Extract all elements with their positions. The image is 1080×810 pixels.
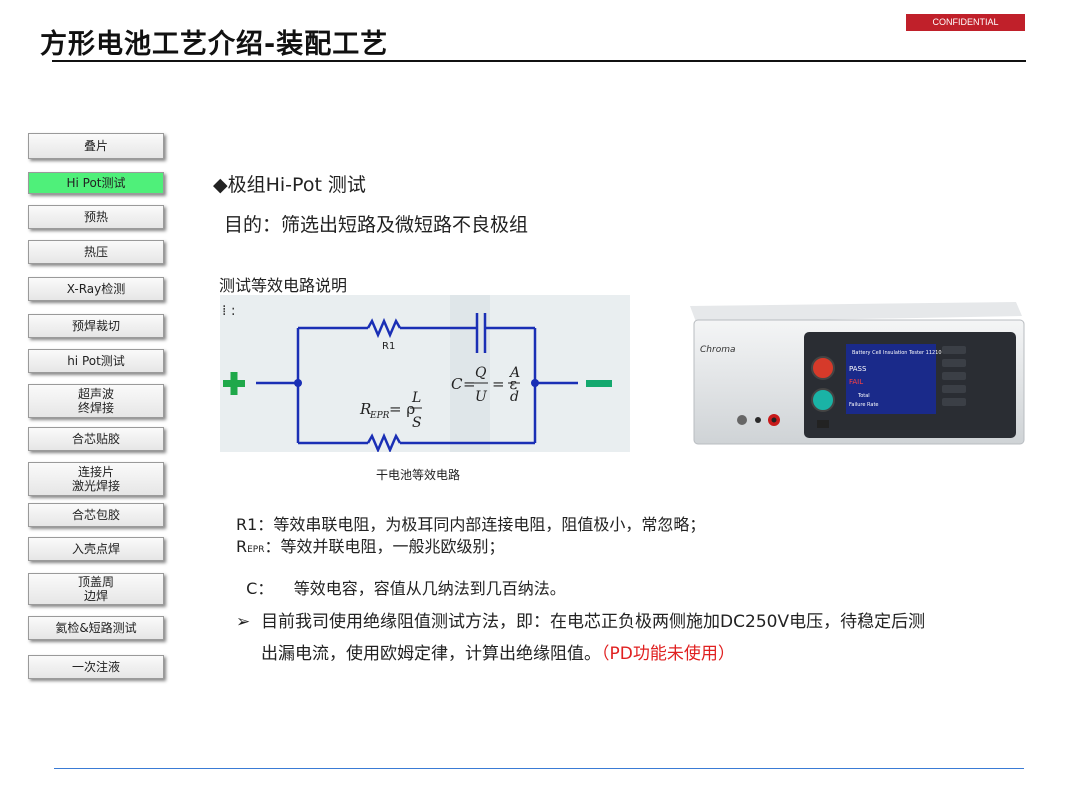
- equivalent-circuit-diagram: ⁞ : R1 R EPR = ρ L: [220, 295, 630, 454]
- sidebar-item-hot-press[interactable]: 热压: [28, 240, 164, 264]
- desc-repr-lead: R: [236, 537, 248, 556]
- desc-repr-sub: EPR: [247, 545, 265, 555]
- desc-c-text: 等效电容，容值从几纳法到几百纳法。: [273, 579, 566, 598]
- desc-c-lead: C：: [246, 579, 274, 598]
- note-line-2-text: 出漏电流，使用欧姆定律，计算出绝缘阻值。: [261, 644, 601, 664]
- svg-text:S: S: [412, 415, 422, 431]
- circuit-title: 测试等效电路说明: [219, 276, 348, 295]
- svg-text:U: U: [475, 389, 488, 405]
- sidebar-item-ultrasonic-weld[interactable]: 超声波 终焊接: [28, 384, 164, 418]
- svg-text:= ε: = ε: [492, 375, 517, 393]
- svg-text:Failure Rate: Failure Rate: [849, 402, 879, 408]
- svg-text:C: C: [451, 375, 463, 393]
- svg-text:PASS: PASS: [849, 365, 867, 373]
- sidebar-item-core-taping[interactable]: 合芯贴胶: [28, 427, 164, 451]
- sidebar-item-top-cover-weld[interactable]: 顶盖周 边焊: [28, 573, 164, 605]
- svg-text:L: L: [411, 390, 421, 406]
- svg-text:EPR: EPR: [369, 411, 390, 421]
- svg-text:=: =: [463, 375, 476, 393]
- sidebar-item-core-wrapping[interactable]: 合芯包胶: [28, 503, 164, 527]
- svg-text:= ρ: = ρ: [389, 400, 415, 418]
- svg-text:Total: Total: [857, 393, 870, 399]
- svg-text:⁞ :: ⁞ :: [222, 303, 236, 319]
- desc-r1: R1：等效串联电阻，为极耳同内部连接电阻，阻值极小，常忽略；: [236, 515, 705, 535]
- svg-text:R: R: [359, 400, 371, 418]
- svg-text:Chroma: Chroma: [700, 345, 735, 355]
- note-line-1: ➢ 目前我司使用绝缘阻值测试方法，即：在电芯正负极两侧施加DC250V电压，待稳…: [236, 607, 925, 632]
- sidebar-item-case-spot-weld[interactable]: 入壳点焊: [28, 537, 164, 561]
- svg-text:Battery Cell Insulation Tester: Battery Cell Insulation Tester 11210: [852, 350, 942, 356]
- title-divider: [52, 60, 1026, 62]
- sidebar-item-pre-weld-cut[interactable]: 预焊裁切: [28, 314, 164, 338]
- sidebar-item-laser-weld[interactable]: 连接片 激光焊接: [28, 462, 164, 496]
- page-title: 方形电池工艺介绍-装配工艺: [40, 29, 389, 60]
- confidential-badge: CONFIDENTIAL: [906, 14, 1025, 31]
- sidebar-item-stacking[interactable]: 叠片: [28, 133, 164, 159]
- circuit-svg: ⁞ : R1 R EPR = ρ L: [220, 295, 630, 454]
- section-title: ◆极组Hi-Pot 测试: [213, 174, 366, 196]
- svg-text:A: A: [508, 365, 520, 381]
- insulation-tester-image: Chroma Battery Cell Insulation Tester 11…: [686, 298, 1026, 448]
- note-line-1-text: 目前我司使用绝缘阻值测试方法，即：在电芯正负极两侧施加DC250V电压，待稳定后…: [261, 612, 926, 632]
- desc-repr-text: 等效并联电阻，一般兆欧级别；: [280, 537, 505, 556]
- sidebar-item-hipot-test[interactable]: Hi Pot测试: [28, 172, 164, 194]
- sidebar-item-helium-short-test[interactable]: 氦检&短路测试: [28, 616, 164, 640]
- arrow-bullet-icon: ➢: [236, 612, 251, 632]
- sidebar-item-preheat[interactable]: 预热: [28, 205, 164, 229]
- minus-icon: [586, 380, 612, 387]
- circuit-caption: 干电池等效电路: [376, 468, 461, 482]
- svg-text:Q: Q: [475, 365, 487, 381]
- desc-repr: REPR：等效并联电阻，一般兆欧级别；: [236, 537, 505, 560]
- sidebar-item-xray[interactable]: X-Ray检测: [28, 277, 164, 301]
- note-line-2: 出漏电流，使用欧姆定律，计算出绝缘阻值。（PD功能未使用）: [261, 639, 735, 664]
- svg-text:d: d: [510, 389, 519, 405]
- svg-text:FAIL: FAIL: [849, 378, 863, 386]
- desc-r1-text: 等效串联电阻，为极耳同内部连接电阻，阻值极小，常忽略；: [273, 515, 706, 534]
- desc-repr-lead-tail: ：: [264, 537, 281, 556]
- svg-text:R1: R1: [382, 341, 395, 352]
- footer-divider: [54, 768, 1024, 769]
- sidebar-item-first-injection[interactable]: 一次注液: [28, 655, 164, 679]
- purpose-text: 目的：筛选出短路及微短路不良极组: [224, 214, 529, 236]
- note-red-remark: （PD功能未使用）: [601, 644, 735, 664]
- desc-c: C： 等效电容，容值从几纳法到几百纳法。: [236, 559, 566, 599]
- desc-r1-lead: R1：: [236, 515, 274, 534]
- sidebar-item-hipot-test-2[interactable]: hi Pot测试: [28, 349, 164, 373]
